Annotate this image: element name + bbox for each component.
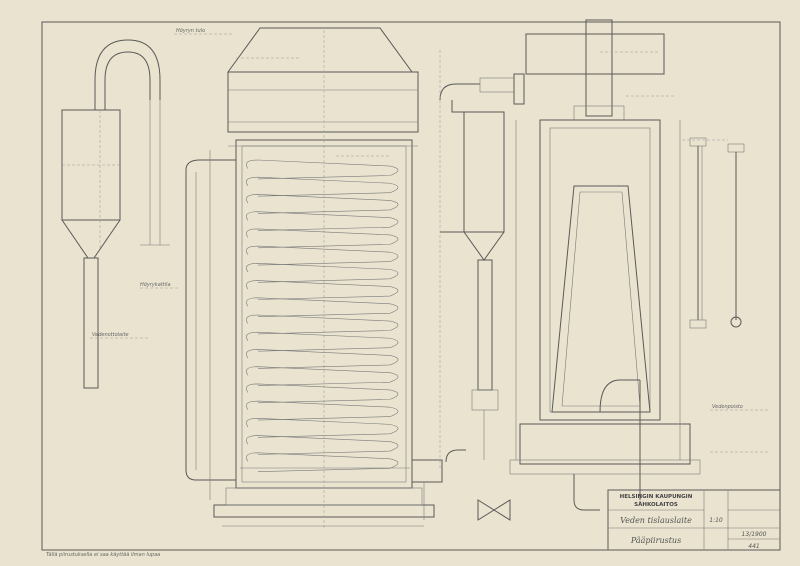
heating-coil	[246, 159, 399, 473]
level-gauges	[689, 137, 745, 329]
drawing-border	[41, 21, 781, 551]
drawing-number: 441	[748, 543, 759, 550]
coil-loop	[246, 366, 399, 386]
boiler-label: Höyrykattila	[140, 282, 171, 288]
cooler-tank	[509, 19, 701, 511]
coil-loop	[246, 194, 399, 214]
scale: 1:10	[709, 517, 723, 524]
coil-loop	[246, 349, 399, 369]
coil-loop	[246, 228, 399, 249]
coil-loop	[246, 331, 399, 352]
dimension-lines	[209, 50, 681, 527]
coil-loop	[246, 159, 399, 180]
coil-loop	[246, 211, 399, 231]
drawing-title: Veden tislauslaite	[620, 516, 692, 525]
top-note: Höyryn tulo	[176, 28, 205, 34]
coil-loop	[246, 383, 399, 404]
coil-loop	[246, 418, 399, 438]
left-label: Vedenottolaite	[92, 332, 129, 338]
coil-loop	[246, 452, 399, 473]
notes: Höyryn tulo Vedenottolaite Höyrykattila …	[46, 28, 743, 558]
coil-loop	[246, 314, 399, 335]
annotation-marks	[90, 33, 768, 453]
footer-note: Tällä piirustuksella ei saa käyttää ilma…	[46, 552, 160, 558]
separator-column	[411, 73, 525, 521]
coil-loop	[246, 280, 399, 300]
coil-loop	[246, 176, 399, 197]
drawing-subtitle: Pääpiirustus	[630, 536, 681, 545]
outlet-label: Vedenpoisto	[712, 404, 743, 410]
left-vessel	[61, 39, 170, 389]
title-block: HELSINGIN KAUPUNGIN SÄHKOLAITOS Veden ti…	[607, 489, 781, 551]
coil-loop	[246, 435, 399, 455]
organization-line1: HELSINGIN KAUPUNGIN	[620, 494, 693, 500]
date: 13/1900	[742, 531, 767, 538]
organization-line2: SÄHKOLAITOS	[634, 501, 678, 508]
coil-loop	[246, 297, 399, 318]
coil-loop	[246, 245, 399, 266]
coil-loop	[246, 263, 399, 283]
coil-loop	[246, 400, 399, 421]
